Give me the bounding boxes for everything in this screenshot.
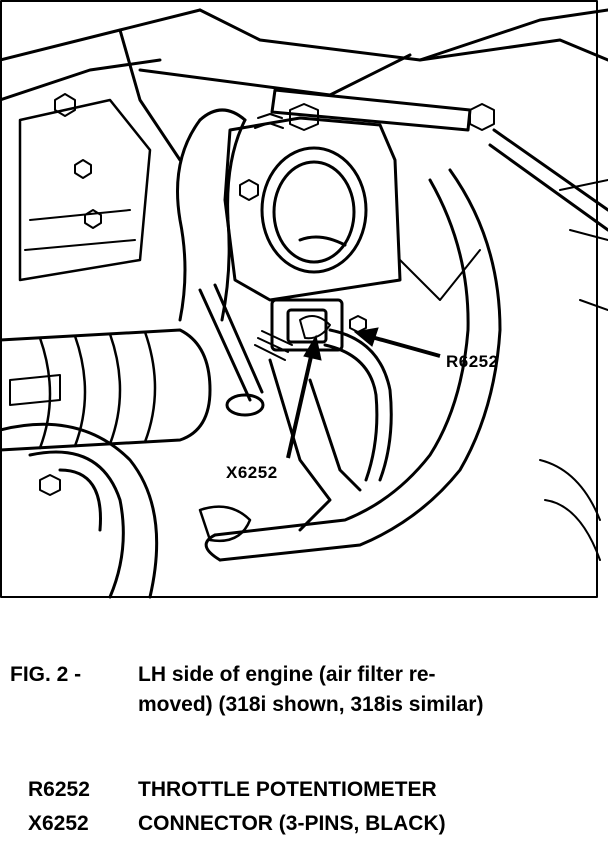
arrow-x6252 bbox=[286, 351, 314, 459]
legend-description: THROTTLE POTENTIOMETER bbox=[138, 778, 437, 801]
figure-caption: LH side of engine (air filter re- moved)… bbox=[138, 660, 598, 720]
legend-row: R6252 THROTTLE POTENTIOMETER bbox=[0, 778, 608, 808]
callout-x6252: X6252 bbox=[226, 463, 278, 482]
legend-description: CONNECTOR (3-PINS, BLACK) bbox=[138, 812, 446, 835]
callout-r6252: R6252 bbox=[446, 352, 499, 371]
figure-caption-line-1: LH side of engine (air filter re- bbox=[138, 663, 436, 686]
legend-row: X6252 CONNECTOR (3-PINS, BLACK) bbox=[0, 812, 608, 842]
arrow-r6252 bbox=[367, 334, 441, 358]
legend-code: X6252 bbox=[28, 812, 89, 835]
figure-number: FIG. 2 - bbox=[10, 663, 82, 686]
engine-illustration bbox=[0, 0, 608, 599]
figure-caption-line-2: moved) (318i shown, 318is similar) bbox=[138, 693, 484, 716]
legend-code: R6252 bbox=[28, 778, 90, 801]
